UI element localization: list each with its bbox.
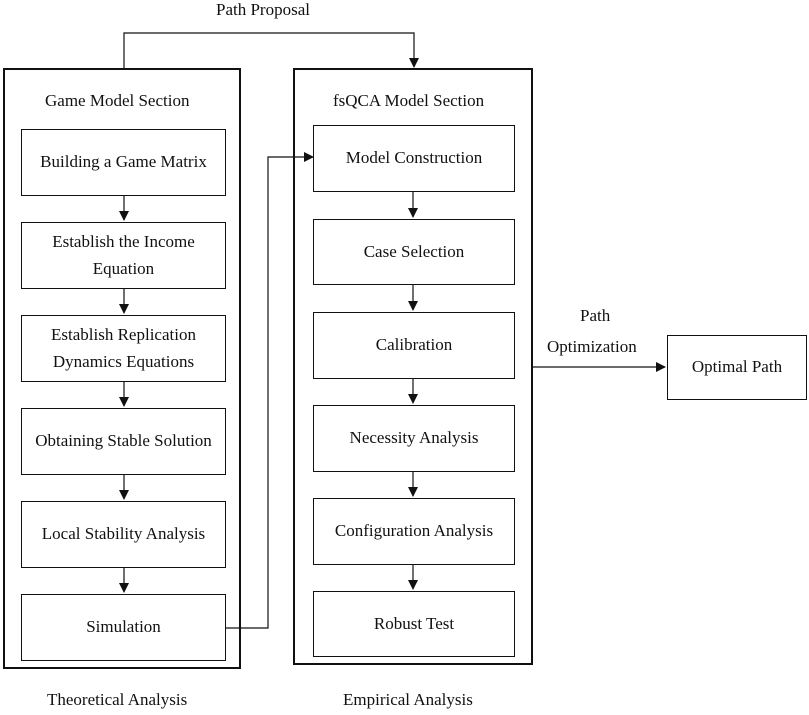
step-obtaining-stable-solution: Obtaining Stable Solution [21,408,226,475]
step-simulation: Simulation [21,594,226,661]
game-model-section [3,68,241,669]
step-calibration: Calibration [313,312,515,379]
empirical-analysis-label: Empirical Analysis [343,690,473,709]
path-optimization-label-line2: Optimization [547,337,637,356]
step-establish-replication-dynamics: Establish Replication Dynamics Equations [21,315,226,382]
step-model-construction: Model Construction [313,125,515,192]
optimal-path-box: Optimal Path [667,335,807,400]
path-optimization-label-line1: Path [580,306,611,325]
step-building-game-matrix: Building a Game Matrix [21,129,226,196]
game-model-section-title: Game Model Section [45,91,190,110]
fsqca-model-section [293,68,533,665]
path-proposal-label: Path Proposal [216,0,310,19]
theoretical-analysis-label: Theoretical Analysis [47,690,188,709]
fsqca-model-section-title: fsQCA Model Section [333,91,485,110]
step-local-stability-analysis: Local Stability Analysis [21,501,226,568]
step-case-selection: Case Selection [313,219,515,285]
step-establish-income-equation: Establish the Income Equation [21,222,226,289]
path-proposal-connector [123,32,419,68]
step-necessity-analysis: Necessity Analysis [313,405,515,472]
step-robust-test: Robust Test [313,591,515,657]
simulation-to-model-connector [226,152,314,629]
step-configuration-analysis: Configuration Analysis [313,498,515,565]
